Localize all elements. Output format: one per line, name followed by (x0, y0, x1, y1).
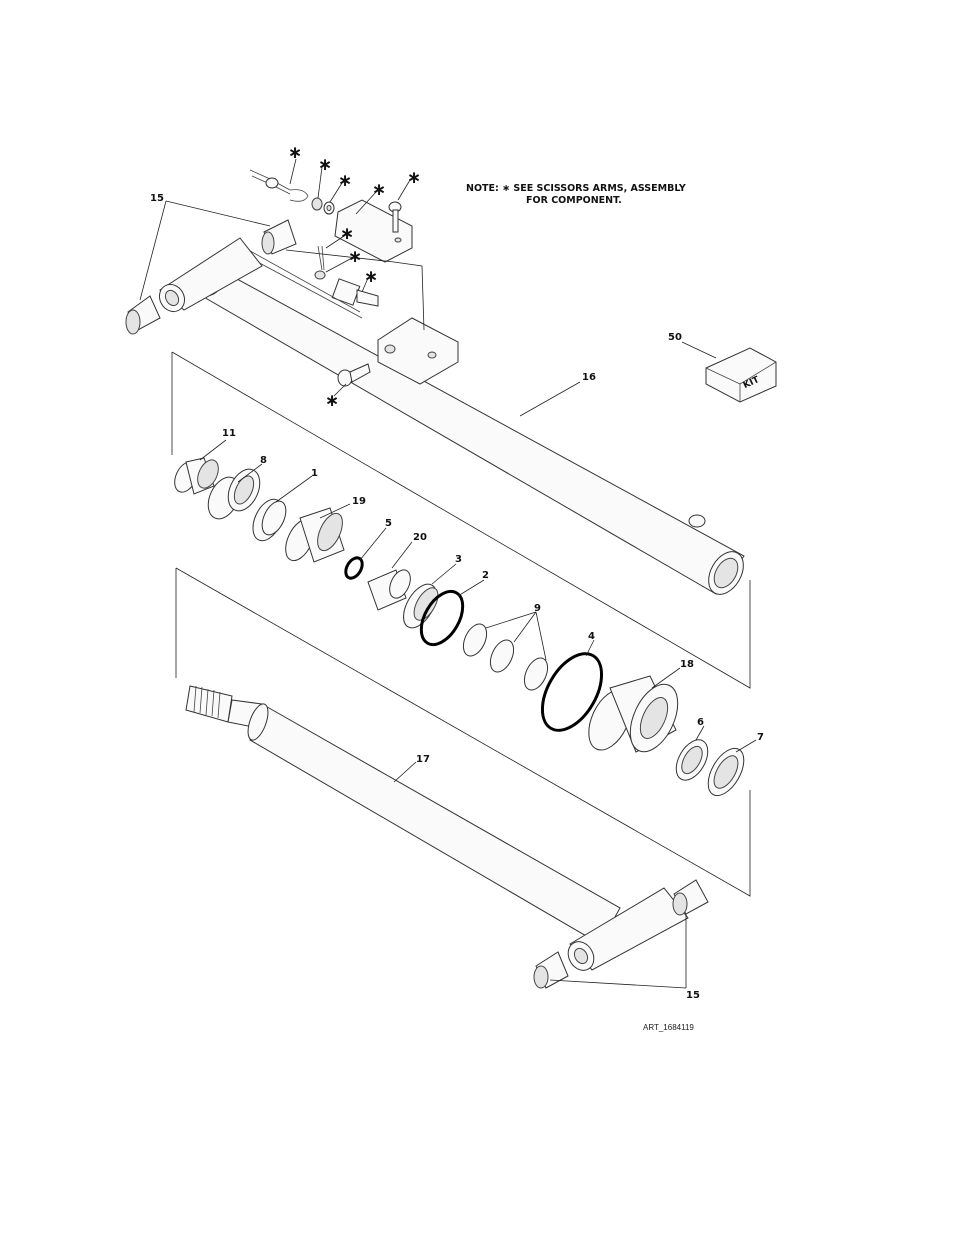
callout-16: 16 (582, 372, 596, 383)
callout-15-bottom: 15 (686, 990, 700, 1001)
callout-20: 20 (413, 532, 427, 543)
asterisk-callout: ∗ (364, 267, 378, 287)
asterisk-callout: ∗ (288, 143, 302, 163)
callout-17: 17 (416, 754, 430, 765)
callout-19: 19 (352, 496, 366, 507)
callout-7: 7 (757, 732, 764, 743)
cylinder-rod (186, 686, 620, 944)
callout-18: 18 (680, 659, 694, 670)
asterisk-callout: ∗ (407, 168, 421, 188)
callout-11: 11 (222, 428, 236, 439)
callout-5: 5 (385, 518, 392, 529)
callout-8: 8 (260, 455, 267, 466)
asterisk-callout: ∗ (325, 391, 339, 411)
bushing-bottom-lower (534, 952, 568, 988)
cylinder-barrel (193, 250, 751, 601)
part-18-gland (580, 676, 687, 759)
callout-15-top: 15 (150, 193, 164, 204)
part-9-rings (459, 620, 552, 693)
callout-4: 4 (588, 631, 595, 642)
part-5-oring-small (342, 555, 365, 581)
bushing-top-lower (126, 296, 160, 334)
asterisk-callout: ∗ (318, 155, 332, 175)
callout-1: 1 (311, 468, 318, 479)
bushing-bottom-upper (673, 880, 708, 915)
part-7-wiper (701, 742, 751, 801)
callout-6: 6 (697, 717, 704, 728)
pin-washer (315, 271, 325, 279)
callout-3: 3 (455, 554, 462, 565)
callout-50: 50 (668, 332, 682, 343)
part-6-seal (670, 734, 715, 785)
cotter-pin (318, 246, 324, 270)
asterisk-callout: ∗ (348, 247, 362, 267)
note-line-1: NOTE: ∗ SEE SCISSORS ARMS, ASSEMBLY (466, 183, 686, 194)
asterisk-callout: ∗ (372, 180, 386, 200)
asterisk-callout: ∗ (340, 224, 354, 244)
sensor-cable-assembly (250, 170, 308, 201)
kit-box: KIT (706, 348, 776, 402)
part-19-head (280, 508, 348, 565)
callout-9: 9 (534, 603, 541, 614)
callout-2: 2 (482, 570, 489, 581)
art-id: ART_1684119 (643, 1023, 694, 1032)
note-line-2: FOR COMPONENT. (526, 195, 622, 206)
asterisk-callout: ∗ (338, 171, 352, 191)
